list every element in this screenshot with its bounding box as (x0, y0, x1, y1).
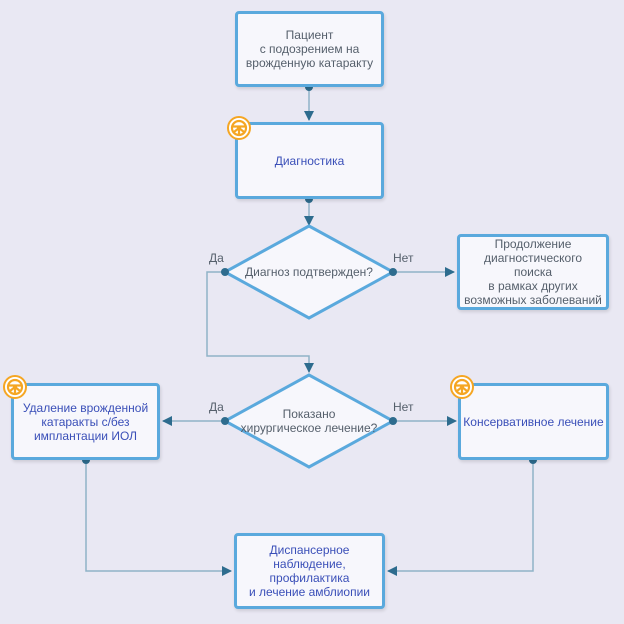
node-continue-line: возможных заболеваний (464, 293, 602, 307)
node-start-line: Пациент (285, 28, 334, 42)
edge-label-yes-2: Да (209, 400, 224, 414)
decision2-label: Показано хирургическое лечение? (230, 407, 388, 435)
node-conservative[interactable]: Консервативное лечение (458, 383, 609, 460)
node-surgery-line: Удаление врожденной (22, 400, 149, 415)
node-followup-line: и лечение амблиопии (249, 585, 370, 599)
steering-wheel-icon (227, 116, 251, 140)
steering-wheel-icon (3, 375, 27, 399)
edge-conservative-to-followup (387, 460, 534, 576)
edge-label-yes-1: Да (209, 251, 224, 265)
node-followup-line: наблюдение, (273, 557, 346, 571)
node-followup-line: профилактика (269, 571, 350, 585)
connector-dot (221, 268, 229, 276)
node-continue-line: в рамках других (488, 279, 578, 293)
node-conservative-label: Консервативное лечение (463, 414, 604, 429)
decision-diamond-diagnosis (221, 224, 397, 320)
node-continue-search[interactable]: Продолжение диагностического поиска в ра… (457, 234, 609, 310)
connector-dot (389, 268, 397, 276)
node-continue-line: Продолжение (494, 237, 572, 251)
node-diagnostics-label: Диагностика (274, 153, 345, 168)
steering-wheel-icon (450, 375, 474, 399)
edge-surgery-to-followup (85, 460, 232, 576)
node-surgery-line: имплантации ИОЛ (33, 428, 138, 443)
node-diagnostics[interactable]: Диагностика (235, 122, 384, 199)
node-followup-line: Диспансерное (269, 543, 350, 557)
node-continue-line: диагностического поиска (483, 251, 583, 279)
edge-label-no-1: Нет (393, 251, 414, 265)
node-start-line: врожденную катаракту (245, 56, 374, 70)
decision-diamond-surgery (221, 373, 397, 469)
decision2-line: Показано (282, 407, 336, 421)
connector-dot (221, 417, 229, 425)
edge-decision1-yes (206, 271, 314, 373)
connector-dot (389, 417, 397, 425)
node-start[interactable]: Пациент с подозрением на врожденную ката… (235, 11, 384, 87)
decision1-label: Диагноз подтвержден? (230, 265, 388, 279)
edge-label-no-2: Нет (393, 400, 414, 414)
decision1-text: Диагноз подтвержден? (245, 265, 373, 279)
node-surgery[interactable]: Удаление врожденной катаракты с/без импл… (11, 383, 160, 460)
decision2-line: хирургическое лечение? (240, 421, 378, 435)
node-followup[interactable]: Диспансерное наблюдение, профилактика и … (234, 533, 385, 609)
node-surgery-line: катаракты с/без (41, 414, 130, 429)
node-start-line: с подозрением на (259, 42, 360, 56)
